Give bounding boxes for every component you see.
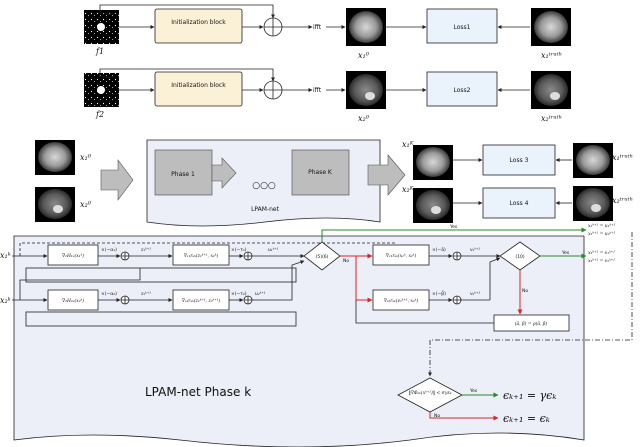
mid-truth-label-2: x₂ᵗʳᵘᵗʰ: [612, 196, 633, 205]
phase-input-x2: x₂ᵏ: [0, 296, 11, 305]
yes-label-56: Yes: [449, 224, 458, 230]
z1-label: z₁ᵏ⁺¹: [140, 247, 151, 253]
phase1-box: [154, 149, 213, 196]
kspace-center-f2: [97, 86, 105, 94]
phaseK-label: Phase K: [308, 169, 333, 176]
initialization-block-2: [154, 71, 243, 107]
no-label-10: No: [522, 288, 528, 294]
cond-eps-label: ‖∇Φₑₖ(xᵏ⁺¹)‖ < σγεₖ: [408, 389, 451, 396]
no-label-eps: No: [434, 413, 440, 419]
u2-label: u₂ᵏ⁺¹: [255, 291, 266, 297]
yes-label-10: Yes: [561, 250, 570, 256]
out-v2: x₂ᵏ⁺¹ = v₂ᵏ⁺¹: [588, 258, 615, 264]
loss4-box: [482, 187, 556, 219]
skip-route-1: [25, 267, 297, 283]
u1-label: u₁ᵏ⁺¹: [268, 247, 279, 253]
top-row-1: f1 Initialization block ifft x₁⁰ Loss1 x…: [84, 4, 571, 60]
ifft-label-1: ifft: [313, 24, 322, 31]
loss2-label: Loss2: [454, 87, 471, 94]
phase-dots: ○○○: [252, 181, 276, 191]
phase-input-x1: x₁ᵏ: [0, 251, 11, 260]
recon-label-x1-0: x₁⁰: [358, 51, 370, 60]
grad-h1-label: ∇₁H₁ᵤ(x₁ᵏ): [62, 252, 84, 259]
grad-r2-label: ∇ₓ₂rₑₖ(z₁ᵏ⁺¹, z₂ᵏ⁺¹): [182, 297, 221, 304]
cond-10-label: (10): [515, 254, 524, 260]
eps-yes-eq: ϵₖ₊₁ = γϵₖ: [503, 389, 556, 402]
no-label-56: No: [343, 258, 349, 264]
input-label-f1: f1: [95, 47, 104, 56]
kspace-center-f1: [97, 23, 105, 31]
scale-bb: ×(−β̄): [432, 290, 446, 297]
update-ab-label: (ā, β̄) = ρ(ā, β̄): [515, 320, 548, 327]
mid-truth-label-1: x₁ᵗʳᵘᵗʰ: [612, 153, 633, 162]
grad-v1-box: [372, 244, 430, 266]
v1-label: v₁ᵏ⁺¹: [470, 247, 480, 253]
grad-r1-box: [172, 244, 230, 266]
ifft-label-2: ifft: [313, 87, 322, 94]
mid-input-label-2: x₂⁰: [80, 200, 92, 209]
top-row-2: f2 Initialization block ifft x₂⁰ Loss2 x…: [84, 68, 571, 123]
truth-label-x2: x₂ᵗʳᵘᵗʰ: [541, 114, 562, 123]
yes-label-eps: Yes: [469, 388, 478, 394]
phase1-label: Phase 1: [171, 171, 195, 178]
input-label-f2: f2: [95, 110, 104, 119]
out-v1: x₁ᵏ⁺¹ = v₁ᵏ⁺¹: [588, 250, 615, 256]
v2-label: v₂ᵏ⁺¹: [470, 291, 480, 297]
big-arrow-in: [100, 159, 134, 201]
loss1-box: [426, 8, 498, 44]
loss3-box: [482, 144, 556, 176]
eps-no-eq: ϵₖ₊₁ = ϵₖ: [503, 412, 550, 425]
out-u1: x₁ᵏ⁺¹ = u₁ᵏ⁺¹: [588, 223, 616, 229]
grad-r1-label: ∇ₓ₁rₑₖ(z₁ᵏ⁺¹, x₂ᵏ): [184, 252, 219, 259]
skip-route-2: [25, 311, 297, 327]
truth-label-x1: x₁ᵗʳᵘᵗʰ: [541, 51, 562, 60]
lpam-net-label: LPAM-net: [251, 206, 280, 213]
phaseK-box: [291, 149, 350, 196]
scale-t2: ×(−τ₂): [231, 291, 247, 297]
loss4-label: Loss 4: [510, 200, 529, 207]
out-u2: x₂ᵏ⁺¹ = u₂ᵏ⁺¹: [588, 231, 616, 237]
cond-56-label: (5)(6): [316, 254, 329, 260]
mid-output-label-1: x₁ᴷ: [402, 140, 415, 149]
grad-v1-label: ∇ₓ₁rₑₖ(x₁ᵏ, x₂ᵏ): [386, 252, 417, 259]
middle-section: x₁⁰ x₂⁰ Phase 1 ○○○ Phase K LPAM-net x₁ᴷ…: [35, 139, 633, 227]
init-block-label-1: Initialization block: [171, 19, 226, 26]
loss1-label: Loss1: [454, 24, 471, 31]
scale-t1: ×(−τ₁): [231, 247, 247, 253]
initialization-block-1: [154, 8, 243, 44]
init-block-label-2: Initialization block: [171, 82, 226, 89]
loss3-label: Loss 3: [510, 157, 529, 164]
phase-k-title: LPAM-net Phase k: [145, 385, 251, 399]
cond-56-diamond: [303, 241, 341, 271]
recon-label-x2-0: x₂⁰: [358, 114, 370, 123]
phase-arrow: [211, 157, 237, 189]
mid-output-label-2: x₂ᴷ: [402, 185, 415, 194]
phase-k-section: x₁ᵏ x₂ᵏ ∇₁H₁ᵤ(x₁ᵏ) ×(−α₁) z₁ᵏ⁺¹ ∇ₓ₁rₑₖ(z…: [0, 223, 633, 447]
grad-h1-box: [47, 244, 99, 266]
grad-h2-label: ∇₂H₂ᵤ(x₂ᵏ): [62, 297, 84, 304]
big-arrow-out: [367, 154, 406, 196]
z2-label: z₂ᵏ⁺¹: [140, 291, 151, 297]
mid-input-label-1: x₁⁰: [80, 153, 92, 162]
loss2-box: [426, 71, 498, 107]
scale-a1: ×(−α₁): [101, 247, 117, 253]
scale-ab: ×(−ā): [432, 247, 446, 253]
grad-v2-label: ∇ₓ₂rₑₖ(v₁ᵏ⁺¹, x₂ᵏ): [384, 297, 419, 304]
scale-a2: ×(−α₂): [101, 291, 117, 297]
